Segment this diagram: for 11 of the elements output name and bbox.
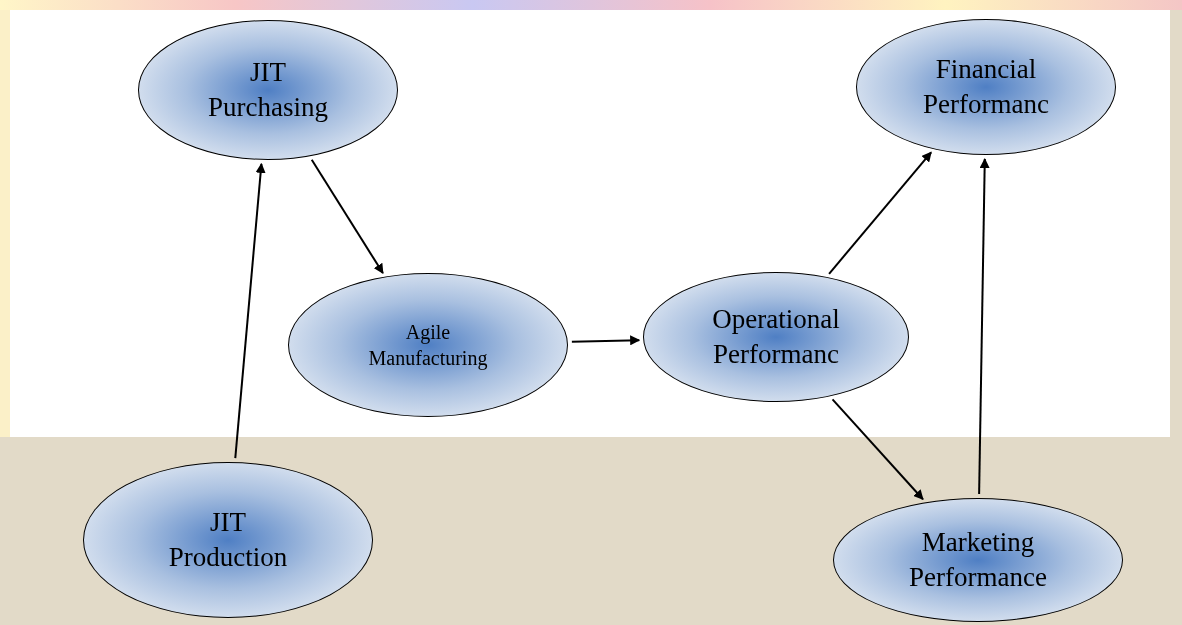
- arrow: [234, 162, 266, 460]
- arrow: [828, 151, 933, 275]
- node-label: Financial Performanc: [922, 52, 1050, 121]
- arrow: [310, 158, 384, 275]
- node-label: Marketing Performance: [908, 525, 1048, 594]
- node-label: Operational Performanc: [711, 302, 841, 371]
- node-label: JIT Purchasing: [207, 55, 329, 124]
- arrow: [570, 335, 641, 346]
- node-label: JIT Production: [167, 505, 289, 574]
- node-label: Agile Manufacturing: [367, 320, 489, 371]
- arrow: [978, 158, 990, 495]
